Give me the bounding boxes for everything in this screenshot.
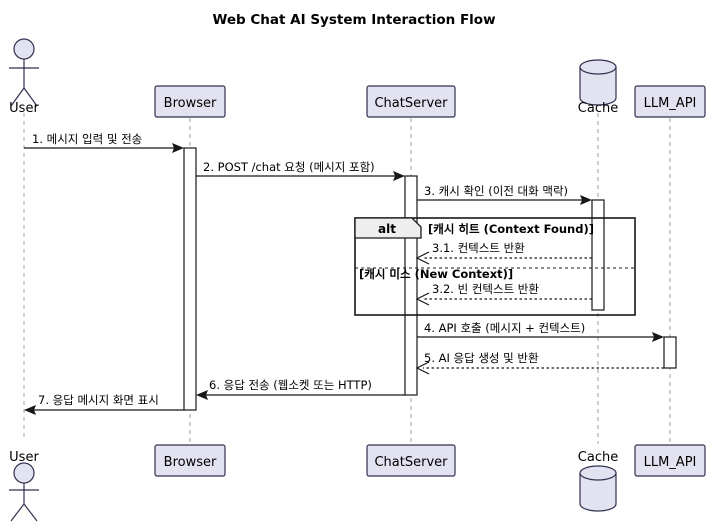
message-label-2: 2. POST /chat 요청 (메시지 포함)	[203, 160, 375, 174]
alt-fragment-outline	[354, 217, 636, 316]
diagram-title: Web Chat AI System Interaction Flow	[212, 12, 495, 28]
message-label-1: 1. 메시지 입력 및 전송	[32, 132, 142, 146]
arrow-head-3-1	[415, 251, 430, 265]
message-label-3-1: 3.1. 컨텍스트 반환	[432, 241, 525, 255]
participant-llm-api-top[interactable]: LLM_API	[634, 85, 706, 118]
actor-head-bottom-icon	[13, 462, 35, 484]
arrow-head-1	[172, 143, 184, 153]
activation-bar-cache	[591, 199, 605, 311]
arrow-head-3	[580, 195, 592, 205]
database-cylinder-body-bottom-icon	[579, 472, 617, 512]
database-cylinder-top-bottom-icon	[579, 465, 617, 481]
participant-cache-bottom[interactable]: Cache	[578, 450, 618, 512]
participant-label-browser-bottom: Browser	[164, 455, 217, 470]
alt-guard-1: [캐시 히트 (Context Found)]	[428, 222, 594, 236]
participant-user-top[interactable]: User	[9, 38, 39, 116]
message-3-2[interactable]: 3.2. 빈 컨텍스트 반환	[415, 282, 592, 306]
participant-browser-top[interactable]: Browser	[154, 85, 226, 118]
participant-label-cache-top: Cache	[578, 101, 618, 116]
activation-bar-chatserver	[404, 175, 418, 396]
alt-guard-2: [캐시 미스 (New Context)]	[359, 267, 513, 281]
participant-box-llm-api-top[interactable]	[634, 85, 706, 118]
arrow-head-5	[415, 361, 430, 375]
message-label-7: 7. 응답 메시지 화면 표시	[38, 393, 159, 407]
participant-box-chatserver-top[interactable]	[366, 85, 456, 118]
participant-box-chatserver-bottom[interactable]	[366, 444, 456, 477]
participant-label-chatserver-top: ChatServer	[374, 96, 448, 111]
participant-user-bottom[interactable]: User	[9, 450, 39, 522]
message-3-1[interactable]: 3.1. 컨텍스트 반환	[415, 241, 592, 265]
message-4[interactable]: 4. API 호출 (메시지 + 컨텍스트)	[417, 321, 664, 342]
database-cylinder-body-icon	[579, 66, 617, 106]
arrow-head-4	[652, 332, 664, 342]
message-1[interactable]: 1. 메시지 입력 및 전송	[24, 132, 184, 153]
message-6[interactable]: 6. 응답 전송 (웹소켓 또는 HTTP)	[196, 378, 405, 400]
alt-operator-label: alt	[378, 222, 396, 236]
message-label-4: 4. API 호출 (메시지 + 컨텍스트)	[424, 321, 585, 335]
participant-browser-bottom[interactable]: Browser	[154, 444, 226, 477]
message-label-5: 5. AI 응답 생성 및 반환	[424, 351, 539, 365]
message-label-6: 6. 응답 전송 (웹소켓 또는 HTTP)	[209, 378, 372, 392]
participant-label-user-bottom: User	[9, 450, 39, 465]
message-5[interactable]: 5. AI 응답 생성 및 반환	[415, 351, 664, 375]
participant-chatserver-bottom[interactable]: ChatServer	[366, 444, 456, 477]
message-label-3: 3. 캐시 확인 (이전 대화 맥락)	[424, 184, 568, 198]
alt-fragment-tab	[354, 217, 422, 239]
participant-box-browser-bottom[interactable]	[154, 444, 226, 477]
participant-label-llm-api-bottom: LLM_API	[644, 455, 697, 470]
actor-leg-left	[10, 87, 25, 107]
message-7[interactable]: 7. 응답 메시지 화면 표시	[24, 393, 184, 415]
actor-leg-right-bottom	[23, 503, 38, 522]
participant-cache-top[interactable]: Cache	[578, 59, 618, 116]
message-3[interactable]: 3. 캐시 확인 (이전 대화 맥락)	[417, 184, 592, 205]
arrow-head-2	[393, 171, 405, 181]
alt-fragment: alt [캐시 히트 (Context Found)] [캐시 미스 (New …	[354, 217, 636, 316]
activation-bar-browser	[183, 147, 197, 411]
participant-box-browser-top[interactable]	[154, 85, 226, 118]
participant-label-llm-api-top: LLM_API	[644, 96, 697, 111]
arrow-head-3-2	[415, 292, 430, 306]
participant-label-browser-top: Browser	[164, 96, 217, 111]
participant-label-user-top: User	[9, 101, 39, 116]
actor-leg-left-bottom	[10, 503, 25, 522]
activation-bar-llm-api	[663, 336, 677, 369]
participant-llm-api-bottom[interactable]: LLM_API	[634, 444, 706, 477]
participant-label-chatserver-bottom: ChatServer	[374, 455, 448, 470]
arrow-head-6	[196, 390, 208, 400]
arrow-head-7	[24, 405, 36, 415]
participant-label-cache-bottom: Cache	[578, 450, 618, 465]
message-2[interactable]: 2. POST /chat 요청 (메시지 포함)	[196, 160, 405, 181]
database-cylinder-top-icon	[579, 59, 617, 75]
participant-chatserver-top[interactable]: ChatServer	[366, 85, 456, 118]
actor-head-icon	[13, 38, 35, 60]
participant-box-llm-api-bottom[interactable]	[634, 444, 706, 477]
message-label-3-2: 3.2. 빈 컨텍스트 반환	[432, 282, 539, 296]
actor-leg-right	[23, 87, 38, 107]
